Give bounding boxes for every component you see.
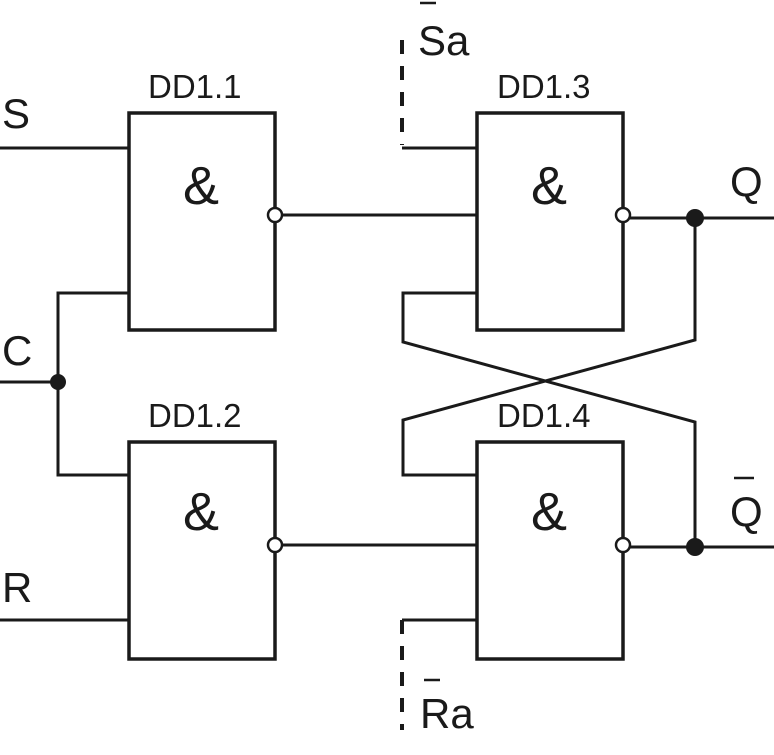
wire-c-to-dd11 [56, 291, 129, 382]
wire-q-feedback [401, 218, 697, 477]
gate-dd11 [127, 111, 277, 332]
gate-dd13 [475, 111, 625, 332]
wire-qbar-feedback [401, 291, 697, 547]
inverter-bubble-dd11 [266, 206, 284, 224]
inverter-bubble-dd13 [614, 206, 632, 224]
wire-c-to-dd12 [56, 382, 129, 477]
signal-label-qbar: Q [730, 488, 763, 535]
signal-label-q: Q [730, 158, 763, 205]
gate-label-dd13: DD1.3 [497, 68, 591, 105]
and-symbol-dd13: & [531, 156, 567, 216]
signal-label-s: S [2, 90, 30, 137]
and-symbol-dd12: & [183, 482, 219, 542]
inverter-bubble-dd12 [266, 536, 284, 554]
junction-dot-q [686, 209, 704, 227]
gate-label-dd14: DD1.4 [497, 397, 591, 434]
signal-label-sa: Sa [418, 17, 470, 64]
inverter-bubble-dd14 [614, 536, 632, 554]
gate-dd14 [475, 440, 625, 661]
and-symbol-dd11: & [183, 156, 219, 216]
signal-label-c: C [2, 327, 32, 374]
signal-label-r: R [2, 564, 32, 611]
junction-dot-c [50, 374, 66, 390]
signal-label-ra: Ra [420, 690, 474, 737]
gate-dd12 [127, 440, 277, 661]
junction-dot-qbar [686, 538, 704, 556]
and-symbol-dd14: & [531, 482, 567, 542]
gate-label-dd11: DD1.1 [148, 68, 242, 105]
gate-label-dd12: DD1.2 [148, 397, 242, 434]
